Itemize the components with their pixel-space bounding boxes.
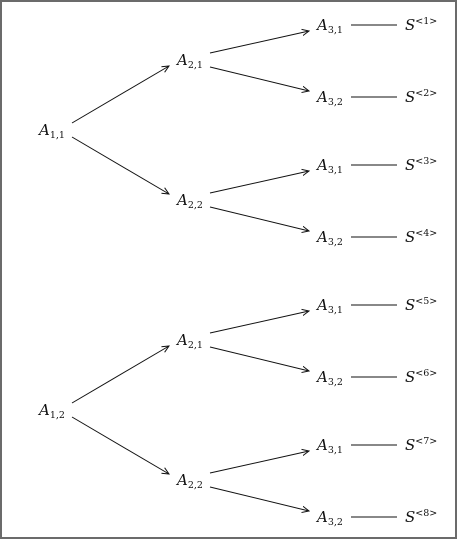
node-s6: S<6> <box>405 367 438 386</box>
arrow-a11-to-a21-top <box>71 66 169 124</box>
node-s2: S<2> <box>405 87 438 106</box>
node-base: S <box>405 507 416 526</box>
arrow-a12-to-a22-bot <box>71 416 169 474</box>
node-a32-1: A3,2 <box>317 87 343 108</box>
node-superscript: <2> <box>415 87 438 99</box>
node-base: A <box>317 87 328 106</box>
node-base: S <box>405 295 416 314</box>
node-superscript: <4> <box>415 227 438 239</box>
node-base: A <box>317 367 328 386</box>
node-base: A <box>39 120 50 139</box>
arrow-a21-bot-to-a31-3 <box>209 311 309 334</box>
node-a31-2: A3,1 <box>317 155 343 176</box>
node-a22-top: A2,2 <box>177 190 203 211</box>
arrow-a22-top-to-a31-2 <box>209 171 309 194</box>
arrow-a12-to-a21-bot <box>71 346 169 404</box>
node-subscript: 2,2 <box>187 199 203 211</box>
node-subscript: 3,2 <box>327 96 343 108</box>
node-superscript: <8> <box>415 507 438 519</box>
node-superscript: <1> <box>415 15 438 27</box>
arrow-a11-to-a22-top <box>71 136 169 194</box>
node-a11: A1,1 <box>39 120 65 141</box>
node-subscript: 3,1 <box>327 164 343 176</box>
arrow-a21-top-to-a32-1 <box>209 66 309 91</box>
node-s1: S<1> <box>405 15 438 34</box>
node-subscript: 3,1 <box>327 304 343 316</box>
arrow-a22-bot-to-a31-4 <box>209 451 309 474</box>
node-base: A <box>177 330 188 349</box>
node-subscript: 2,1 <box>187 339 203 351</box>
node-superscript: <7> <box>415 435 438 447</box>
node-a32-4: A3,2 <box>317 507 343 528</box>
node-s8: S<8> <box>405 507 438 526</box>
node-a21-top: A2,1 <box>177 50 203 71</box>
node-s4: S<4> <box>405 227 438 246</box>
node-a31-1: A3,1 <box>317 15 343 36</box>
node-base: A <box>177 190 188 209</box>
arrow-a22-top-to-a32-2 <box>209 206 309 231</box>
node-a21-bot: A2,1 <box>177 330 203 351</box>
arrow-a22-bot-to-a32-4 <box>209 486 309 511</box>
arrow-a21-bot-to-a32-3 <box>209 346 309 371</box>
node-superscript: <6> <box>415 367 438 379</box>
node-subscript: 3,2 <box>327 236 343 248</box>
node-base: S <box>405 87 416 106</box>
node-superscript: <5> <box>415 295 438 307</box>
node-base: S <box>405 227 416 246</box>
node-a32-3: A3,2 <box>317 367 343 388</box>
node-subscript: 3,1 <box>327 444 343 456</box>
node-a31-4: A3,1 <box>317 435 343 456</box>
node-base: S <box>405 15 416 34</box>
node-base: S <box>405 155 416 174</box>
edges-group <box>71 24 397 518</box>
node-s7: S<7> <box>405 435 438 454</box>
node-a12: A1,2 <box>39 400 65 421</box>
node-base: A <box>317 435 328 454</box>
arrow-a21-top-to-a31-1 <box>209 31 309 54</box>
node-subscript: 3,1 <box>327 24 343 36</box>
node-base: A <box>317 227 328 246</box>
node-subscript: 2,2 <box>187 479 203 491</box>
node-base: A <box>39 400 50 419</box>
node-superscript: <3> <box>415 155 438 167</box>
node-a31-3: A3,1 <box>317 295 343 316</box>
node-base: A <box>317 295 328 314</box>
node-subscript: 1,1 <box>49 129 65 141</box>
node-base: A <box>317 507 328 526</box>
node-base: A <box>177 470 188 489</box>
node-s5: S<5> <box>405 295 438 314</box>
node-a32-2: A3,2 <box>317 227 343 248</box>
node-base: S <box>405 367 416 386</box>
node-base: A <box>177 50 188 69</box>
node-a22-bot: A2,2 <box>177 470 203 491</box>
node-base: A <box>317 155 328 174</box>
node-s3: S<3> <box>405 155 438 174</box>
node-subscript: 3,2 <box>327 376 343 388</box>
node-subscript: 2,1 <box>187 59 203 71</box>
node-base: A <box>317 15 328 34</box>
node-base: S <box>405 435 416 454</box>
node-subscript: 3,2 <box>327 516 343 528</box>
node-subscript: 1,2 <box>49 409 65 421</box>
